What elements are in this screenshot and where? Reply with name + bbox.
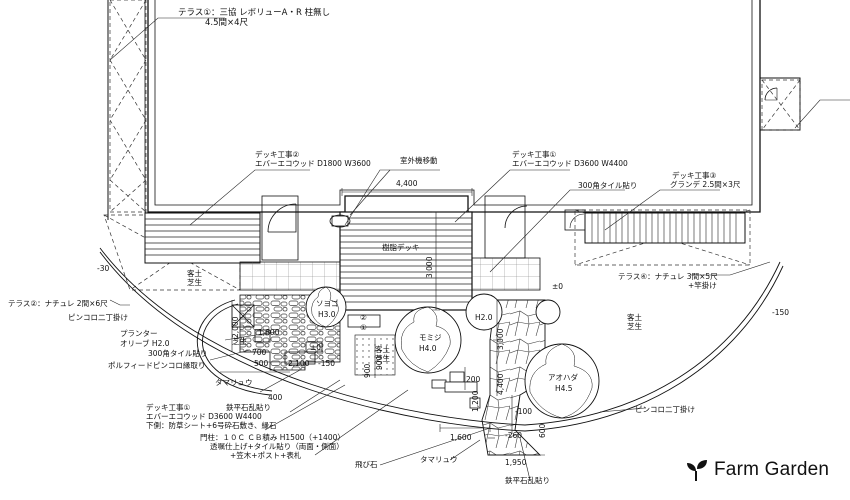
tree-small-h2 <box>465 293 503 331</box>
label-pincoro-left: ピンコロ二丁掛け <box>68 312 128 322</box>
dim-4400-top: 4,400 <box>396 179 418 188</box>
dim-260: -260 <box>505 431 522 440</box>
label-gate-b: 透嘱仕上げ+タイル貼り（両面・側面） <box>210 441 344 451</box>
label-soil-left: 客土 <box>187 268 202 278</box>
dim-200: 200 <box>466 375 481 384</box>
label-lawn-left: 芝生 <box>187 277 202 287</box>
tree-aohada <box>524 343 600 419</box>
label-terrace4-b: +竿掛け <box>688 280 717 290</box>
door-right <box>484 195 528 259</box>
level-pm0-right: ±0 <box>552 282 563 291</box>
dim-3000: 3,000 <box>425 256 434 278</box>
label-gate-a: 門柱：１０Ｃ ＣＢ積み H1500（+1400） <box>200 432 345 442</box>
label-tamaryu-a: タマリュウ <box>215 378 253 387</box>
dim-900b: 900 <box>375 355 384 370</box>
label-tree-soyogo-a: ソヨゴ <box>316 298 339 308</box>
dim-900a: 900 <box>363 363 372 378</box>
dim-500: 500 <box>254 359 269 368</box>
label-terrace1-b: 4.5間×4尺 <box>205 18 249 28</box>
deck-1 <box>329 211 473 311</box>
label-lawn-right: 芝生 <box>627 321 642 331</box>
leader-lines <box>109 17 850 481</box>
plan-labels: テラス①：三協 レボリューA・R 柱無し 4.5間×4尺 デッキ工事② エバーエ… <box>8 7 789 485</box>
dim-1600: 1,600 <box>450 433 472 442</box>
label-terrace4-a: テラス④：ナチュレ 3間×5尺 <box>618 272 718 281</box>
tree-soyogo <box>305 286 347 328</box>
shrub-right <box>535 299 561 325</box>
label-gate-c: +笠木+ポスト+表札 <box>230 450 302 460</box>
label-terrace2: テラス②：ナチュレ 2間×6尺 <box>8 299 108 308</box>
leaf-sprout-icon <box>687 460 707 481</box>
label-soil-mid: 客土 <box>375 344 390 354</box>
label-deck1-a: デッキ工事① <box>512 149 556 159</box>
brand-logo: Farm Garden <box>684 456 829 484</box>
label-deck3-b: グランデ 2.5間×3尺 <box>670 179 741 189</box>
tree-momiji <box>394 306 462 374</box>
level-pm0-left: ±0 <box>310 343 321 352</box>
label-polfeed: ポルフィードピンコロ縁取り <box>108 360 205 370</box>
level-150-right: -150 <box>772 308 789 317</box>
building-outline <box>107 0 801 220</box>
dim-150a: -150 <box>318 359 335 368</box>
terrace-1-roof <box>109 0 147 213</box>
label-ac-move: 室外機移動 <box>400 155 438 165</box>
label-circle-2: ② <box>360 313 367 322</box>
dim-1950: 1,950 <box>505 458 527 467</box>
label-iron-flat-a: 鉄平石乱貼り <box>226 402 271 412</box>
label-resin-deck: 樹脂デッキ <box>382 242 420 252</box>
label-tree-small: H2.0 <box>475 313 493 322</box>
label-deck1b-c: 下側：防草シート+6号砕石敷き、縁石 <box>146 420 277 430</box>
label-pincoro-right: ピンコロ二丁掛け <box>635 404 695 414</box>
label-lawn-mid: 芝生 <box>375 353 390 363</box>
label-deck3-a: デッキ工事③ <box>672 170 716 180</box>
dim-100: -100 <box>515 407 532 416</box>
label-tree-momiji-b: H4.0 <box>419 344 437 353</box>
label-tile300-b: 300角タイル貼り <box>148 348 207 358</box>
label-deck2-a: デッキ工事② <box>255 149 299 159</box>
label-lawn-small: 芝生 <box>232 336 247 346</box>
label-deck2-b: エバーエコウッド D1800 W3600 <box>255 159 371 168</box>
label-soil-right: 客土 <box>627 312 642 322</box>
label-deck1b-b: エバーエコウッド D3600 W4400 <box>146 412 262 421</box>
dim-2000: 2,000 <box>231 316 240 338</box>
dim-600: 600 <box>538 423 547 438</box>
deck-2 <box>144 212 261 264</box>
gate-pillar <box>444 381 478 393</box>
level-30: -30 <box>97 264 109 273</box>
deck-3 <box>564 209 746 244</box>
label-planter-b: オリーブ H2.0 <box>120 338 170 348</box>
dim-1200: 1,200 <box>471 390 480 412</box>
dim-4400b: 4,400 <box>496 373 505 395</box>
tile-area-right <box>471 257 541 291</box>
label-tree-soyogo-b: H3.0 <box>318 310 336 319</box>
label-iron-flat-b: 鉄平石乱貼り <box>505 475 550 485</box>
label-tree-aohada-a: アオハダ <box>548 372 578 382</box>
label-tree-aohada-b: H4.5 <box>555 384 573 393</box>
label-planter-a: プランター <box>120 329 158 338</box>
label-stepping: 飛び石 <box>355 460 378 469</box>
label-circle-1: ① <box>360 323 367 332</box>
dim-400: 400 <box>268 393 283 402</box>
dim-3000b: 3,000 <box>496 328 505 350</box>
dim-2100: 2,100 <box>288 359 310 368</box>
door-left <box>261 195 299 261</box>
label-terrace1-a: テラス①：三協 レボリューA・R 柱無し <box>178 7 330 18</box>
label-deck1-b: エバーエコウッド D3600 W4400 <box>512 159 628 168</box>
stair-steps <box>254 314 481 409</box>
label-tree-momiji-a: モミジ <box>419 333 442 342</box>
label-tamaryu-b: タマリュウ <box>420 455 458 464</box>
tile-area-left <box>239 261 341 291</box>
dim-1800: 1,800 <box>258 328 280 337</box>
dim-700: 700 <box>252 348 267 357</box>
terrace-right-roof <box>761 79 801 131</box>
label-deck1b-a: デッキ工事① <box>146 402 190 412</box>
label-tile300-a: 300角タイル貼り <box>578 180 637 190</box>
brand-name: Farm Garden <box>714 459 830 480</box>
pincoro-edging <box>99 247 784 432</box>
